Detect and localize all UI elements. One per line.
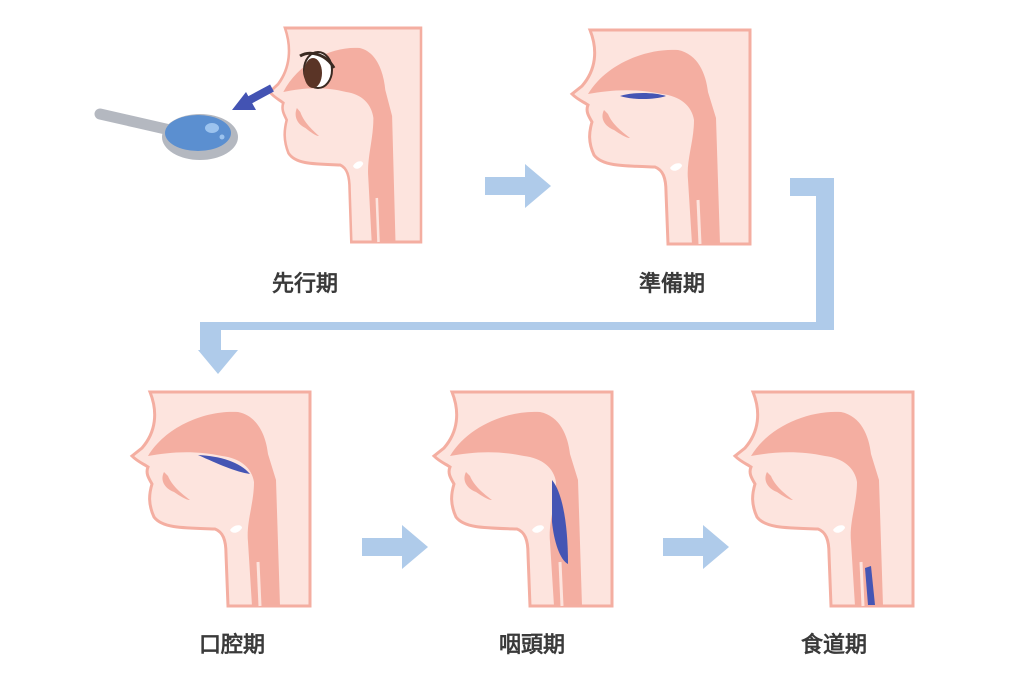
- flow-arrows: [198, 164, 834, 569]
- stage-label-pharyngeal: 咽頭期: [498, 633, 566, 658]
- stage-label-preparatory: 準備期: [638, 272, 706, 297]
- bolus: [620, 93, 666, 99]
- panel-pharyngeal: [432, 390, 614, 608]
- panel-oral: [130, 390, 312, 608]
- eye-icon: [299, 51, 336, 89]
- panel-esophageal: [733, 390, 915, 608]
- panel-anticipatory: [268, 26, 423, 244]
- bolus: [552, 480, 568, 564]
- panel-preparatory: [570, 28, 752, 246]
- bolus: [198, 455, 250, 474]
- stage-label-esophageal: 食道期: [800, 633, 868, 658]
- stage-label-anticipatory: 先行期: [271, 272, 339, 297]
- arrow-right-icon: [485, 164, 551, 208]
- arrow-right-icon: [663, 525, 729, 569]
- bolus: [865, 566, 875, 605]
- stage-label-oral: 口腔期: [198, 633, 266, 658]
- spoon-icon: [94, 108, 238, 160]
- arrow-right-icon: [362, 525, 428, 569]
- gaze-arrow-icon: [232, 84, 274, 110]
- elbow-arrow-icon: [198, 178, 834, 374]
